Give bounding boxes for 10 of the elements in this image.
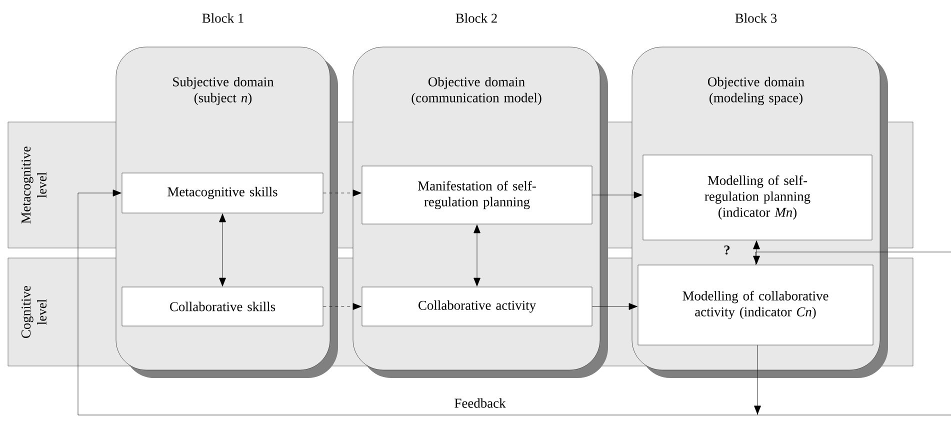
band-label: Cognitive level: [22, 286, 46, 338]
band-label: Metacognitive level: [22, 146, 46, 224]
arrow: [592, 303, 638, 310]
arrow: [592, 192, 642, 198]
arrow: [323, 190, 362, 196]
block-heading: Block 3: [735, 13, 777, 23]
arrow: [323, 303, 362, 310]
edge-label: Feedback: [454, 398, 506, 408]
block-heading: Block 2: [456, 13, 497, 23]
block-heading: Block 1: [202, 13, 244, 23]
